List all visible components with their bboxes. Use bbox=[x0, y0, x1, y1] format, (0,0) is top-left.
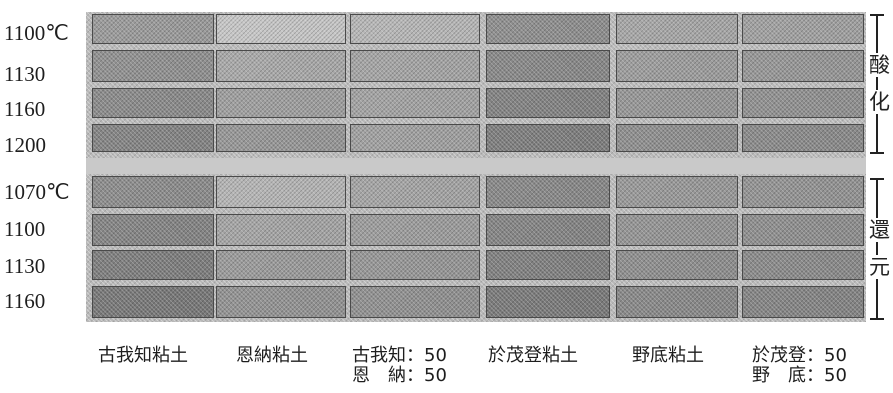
row-label-reduction-2: 1100 bbox=[4, 217, 46, 241]
side-label-oxidation-2: 化 bbox=[869, 90, 890, 114]
bracket-reduction-top bbox=[870, 178, 884, 180]
clay-tile-r5-c6 bbox=[742, 176, 864, 208]
clay-tile-r4-c6 bbox=[742, 124, 864, 152]
clay-tile-r7-c4 bbox=[486, 250, 610, 280]
clay-tile-r2-c2 bbox=[216, 50, 346, 82]
clay-tile-r3-c1 bbox=[92, 88, 214, 118]
column-label-line1: 於茂登粘土 bbox=[488, 345, 578, 366]
column-label-onna: 恩納粘土 bbox=[236, 346, 308, 366]
clay-tile-r8-c6 bbox=[742, 286, 864, 318]
clay-tile-r6-c5 bbox=[616, 214, 738, 246]
side-label-reduction-1: 還 bbox=[869, 218, 890, 242]
row-label-reduction-3: 1130 bbox=[4, 254, 46, 278]
clay-tile-r8-c3 bbox=[350, 286, 480, 318]
clay-tile-r1-c2 bbox=[216, 14, 346, 44]
column-label-line1: 恩納粘土 bbox=[236, 345, 308, 366]
clay-tile-r3-c6 bbox=[742, 88, 864, 118]
clay-tile-r5-c3 bbox=[350, 176, 480, 208]
column-label-line1: 古我知粘土 bbox=[98, 345, 188, 366]
clay-tile-r8-c1 bbox=[92, 286, 214, 318]
clay-tile-r5-c1 bbox=[92, 176, 214, 208]
clay-tile-r1-c5 bbox=[616, 14, 738, 44]
clay-tile-r2-c6 bbox=[742, 50, 864, 82]
clay-tile-r3-c4 bbox=[486, 88, 610, 118]
clay-tile-r1-c6 bbox=[742, 14, 864, 44]
clay-tile-r2-c3 bbox=[350, 50, 480, 82]
column-label-line2: 恩 納：50 bbox=[352, 365, 447, 386]
clay-tile-r7-c5 bbox=[616, 250, 738, 280]
clay-tile-r6-c1 bbox=[92, 214, 214, 246]
clay-tile-r1-c1 bbox=[92, 14, 214, 44]
bracket-oxidation-top bbox=[870, 14, 884, 16]
clay-tile-r3-c3 bbox=[350, 88, 480, 118]
clay-tile-r4-c5 bbox=[616, 124, 738, 152]
column-label-nosoko: 野底粘土 bbox=[632, 346, 704, 366]
bracket-reduction bbox=[876, 178, 878, 320]
column-label-mix-kogachi-onna: 古我知：50 恩 納：50 bbox=[352, 346, 447, 386]
tile-board-gap bbox=[86, 158, 866, 174]
clay-tile-r7-c1 bbox=[92, 250, 214, 280]
side-label-reduction-2: 元 bbox=[869, 255, 890, 279]
clay-tile-r2-c4 bbox=[486, 50, 610, 82]
clay-tile-r7-c6 bbox=[742, 250, 864, 280]
clay-tile-r6-c6 bbox=[742, 214, 864, 246]
clay-tile-r2-c5 bbox=[616, 50, 738, 82]
clay-tile-r1-c3 bbox=[350, 14, 480, 44]
clay-tile-r7-c2 bbox=[216, 250, 346, 280]
clay-tile-r8-c4 bbox=[486, 286, 610, 318]
row-label-oxidation-4: 1200 bbox=[4, 133, 46, 157]
bracket-oxidation-bottom bbox=[870, 152, 884, 154]
clay-tile-r5-c4 bbox=[486, 176, 610, 208]
side-label-oxidation-1: 酸 bbox=[869, 53, 890, 77]
clay-tile-r4-c3 bbox=[350, 124, 480, 152]
clay-tile-r3-c5 bbox=[616, 88, 738, 118]
row-label-reduction-4: 1160 bbox=[4, 289, 46, 313]
row-label-reduction-1: 1070℃ bbox=[4, 180, 70, 204]
row-label-oxidation-3: 1160 bbox=[4, 97, 46, 121]
clay-tile-r8-c5 bbox=[616, 286, 738, 318]
clay-tile-r2-c1 bbox=[92, 50, 214, 82]
column-label-line2: 野 底：50 bbox=[752, 365, 847, 386]
clay-tile-r4-c1 bbox=[92, 124, 214, 152]
column-label-omoto: 於茂登粘土 bbox=[488, 346, 578, 366]
column-label-line1: 野底粘土 bbox=[632, 345, 704, 366]
clay-tile-r1-c4 bbox=[486, 14, 610, 44]
clay-tile-r6-c4 bbox=[486, 214, 610, 246]
clay-tile-r5-c2 bbox=[216, 176, 346, 208]
clay-tile-r3-c2 bbox=[216, 88, 346, 118]
clay-tile-r7-c3 bbox=[350, 250, 480, 280]
column-label-line1: 古我知：50 bbox=[352, 345, 447, 366]
clay-tile-r6-c2 bbox=[216, 214, 346, 246]
clay-tile-r4-c2 bbox=[216, 124, 346, 152]
column-label-kogachi: 古我知粘土 bbox=[98, 346, 188, 366]
row-label-oxidation-1: 1100℃ bbox=[4, 21, 69, 45]
clay-tile-r4-c4 bbox=[486, 124, 610, 152]
bracket-reduction-bottom bbox=[870, 318, 884, 320]
clay-tile-r6-c3 bbox=[350, 214, 480, 246]
column-label-mix-omoto-nosoko: 於茂登：50 野 底：50 bbox=[752, 346, 847, 386]
row-label-oxidation-2: 1130 bbox=[4, 62, 46, 86]
column-label-line1: 於茂登：50 bbox=[752, 345, 847, 366]
clay-tile-r5-c5 bbox=[616, 176, 738, 208]
clay-tile-r8-c2 bbox=[216, 286, 346, 318]
bracket-oxidation bbox=[876, 14, 878, 154]
